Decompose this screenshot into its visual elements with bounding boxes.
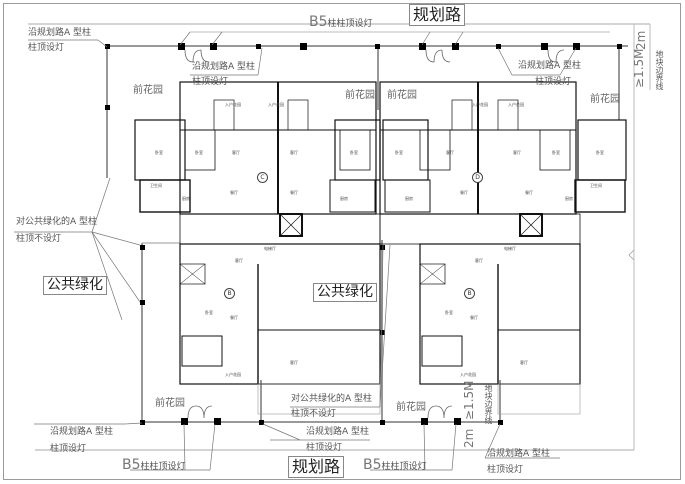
- break-mark: [628, 249, 635, 261]
- core: [179, 213, 581, 245]
- b5-note-bottom-right: B5柱柱顶设灯: [363, 457, 427, 473]
- room-label: 餐厅: [230, 190, 238, 195]
- green-post-note-2: 柱顶不设灯: [291, 409, 337, 419]
- along-road-post-note-1: 沿规划路A 型柱: [50, 427, 114, 437]
- room-label: 卧室: [205, 310, 213, 315]
- room-label: 卧室: [596, 150, 604, 155]
- b5-prefix: B5: [122, 457, 141, 473]
- unit-mark: C: [257, 172, 268, 183]
- room-label: 餐厅: [290, 190, 298, 195]
- room-label: 卧室: [195, 150, 203, 155]
- room-label: 卧室: [552, 150, 560, 155]
- along-road-post-note-1: 沿规划路A 型柱: [306, 427, 370, 437]
- room-label: 卧室: [395, 150, 403, 155]
- room-label: 卧室: [350, 150, 358, 155]
- front-garden-label: 前花园: [396, 402, 426, 413]
- along-road-post-note-1: 沿规划路A 型柱: [518, 61, 582, 71]
- along-road-post-note-2: 柱顶设灯: [535, 77, 572, 87]
- room-label: 入户花园: [268, 102, 284, 107]
- front-garden-label: 前花园: [590, 94, 620, 105]
- setback-dim-2: 2m: [634, 30, 648, 50]
- room-label: 卧室: [155, 150, 163, 155]
- room-label: 入户花园: [460, 372, 476, 377]
- b5-suffix: 柱柱顶设灯: [327, 19, 373, 29]
- along-road-post-note-1: 沿规划路A 型柱: [487, 449, 551, 459]
- leader-lines: [14, 31, 577, 471]
- room-label: 客厅: [475, 258, 483, 263]
- room-label: 厨房: [565, 196, 573, 201]
- building-top: [134, 81, 627, 215]
- setback-note: 地块边界线: [484, 384, 493, 424]
- setback-note: 地块边界线: [655, 50, 664, 90]
- posts-top: [105, 43, 622, 110]
- room-label: 入户花园: [472, 102, 488, 107]
- room-label: 餐厅: [525, 190, 533, 195]
- front-garden-label: 前花园: [133, 85, 163, 96]
- gates: [184, 49, 565, 419]
- room-label: 厨房: [405, 196, 413, 201]
- green-post-note-1: 对公共绿化的A 型柱: [291, 394, 373, 404]
- room-label: 客厅: [446, 150, 454, 155]
- room-label: 餐厅: [230, 315, 238, 320]
- room-label: 客厅: [232, 150, 240, 155]
- room-label: 入户花园: [508, 102, 524, 107]
- b5-suffix: 柱柱顶设灯: [140, 462, 186, 472]
- road-label-bottom: 规划路: [288, 456, 345, 478]
- drawing-frame: [3, 3, 681, 480]
- setback-dim-1: ≥1.5M: [462, 380, 476, 421]
- along-road-post-note-1: 沿规划路A 型柱: [28, 28, 92, 38]
- along-road-post-note-2: 柱顶设灯: [306, 443, 343, 453]
- road-label-top: 规划路: [409, 4, 466, 26]
- room-label: 餐厅: [470, 315, 478, 320]
- room-label: 客厅: [235, 258, 243, 263]
- b5-note-top: B5柱柱顶设灯: [309, 14, 373, 30]
- room-label: 电梯厅: [504, 246, 516, 251]
- unit-mark: B: [224, 288, 235, 299]
- room-label: 入户花园: [225, 102, 241, 107]
- b5-prefix: B5: [363, 457, 382, 473]
- b5-prefix: B5: [309, 14, 328, 30]
- room-label: 客厅: [520, 360, 528, 365]
- room-label: 卧室: [445, 310, 453, 315]
- front-garden-label: 前花园: [345, 90, 375, 101]
- along-road-post-note-1: 沿规划路A 型柱: [192, 62, 256, 72]
- setback-dim-1: ≥1.5M: [632, 48, 646, 89]
- setback-dim-2: 2m: [462, 428, 476, 448]
- room-label: 卫生间: [150, 183, 162, 188]
- room-label: 客厅: [290, 150, 298, 155]
- along-road-post-note-2: 柱顶设灯: [192, 77, 229, 87]
- room-label: 客厅: [513, 150, 521, 155]
- b5-note-bottom-left: B5柱柱顶设灯: [122, 457, 186, 473]
- public-green-label-center: 公共绿化: [313, 283, 377, 303]
- room-label: 餐厅: [460, 190, 468, 195]
- along-road-post-note-2: 柱顶设灯: [487, 465, 524, 475]
- room-label: 卫生间: [590, 183, 602, 188]
- along-road-post-note-2: 柱顶设灯: [28, 43, 65, 53]
- front-garden-label: 前花园: [155, 398, 185, 409]
- unit-mark: D: [472, 172, 483, 183]
- green-post-note-1: 对公共绿化的A 型柱: [16, 217, 98, 227]
- public-green-label-left: 公共绿化: [43, 276, 107, 296]
- unit-mark: B: [464, 288, 475, 299]
- room-label: 厨房: [182, 196, 190, 201]
- room-label: 客厅: [290, 360, 298, 365]
- room-label: 入户花园: [225, 372, 241, 377]
- front-garden-label: 前花园: [387, 90, 417, 101]
- posts-bottom: [140, 245, 503, 425]
- green-post-note-2: 柱顶不设灯: [16, 234, 62, 244]
- along-road-post-note-2: 柱顶设灯: [50, 444, 87, 454]
- room-label: 电梯厅: [264, 246, 276, 251]
- building-bottom: [179, 243, 581, 415]
- b5-suffix: 柱柱顶设灯: [381, 462, 427, 472]
- room-label: 厨房: [340, 196, 348, 201]
